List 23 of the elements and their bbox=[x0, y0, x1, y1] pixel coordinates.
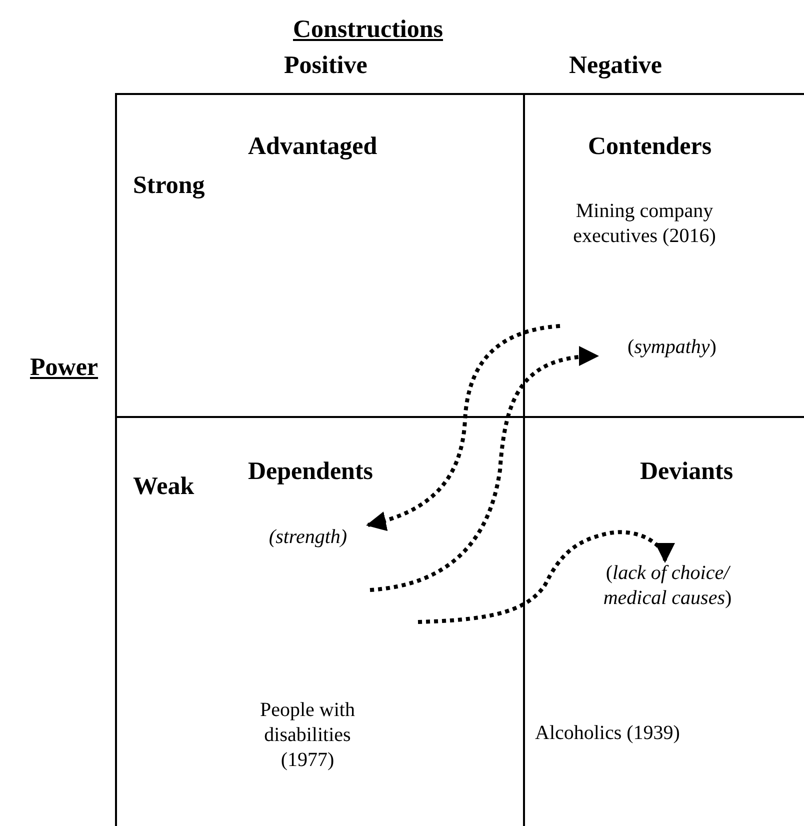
quadrant-heading: Dependents bbox=[248, 458, 374, 486]
axis-label: Strong bbox=[133, 172, 205, 200]
annotation-text: (sympathy) bbox=[597, 335, 747, 360]
dotted-arrow bbox=[366, 324, 560, 530]
quadrant-heading: Contenders bbox=[588, 133, 713, 161]
axis-label: Negative bbox=[569, 52, 662, 80]
annotation-text: (strength) bbox=[248, 525, 368, 550]
axis-title: Constructions bbox=[293, 16, 444, 44]
quadrant-cell bbox=[523, 416, 804, 826]
example-text: Mining company executives (2016) bbox=[572, 199, 717, 249]
example-text: People with disabilities (1977) bbox=[259, 698, 356, 773]
quadrant-heading: Advantaged bbox=[248, 133, 378, 161]
example-text: Alcoholics (1939) bbox=[535, 721, 681, 746]
axis-label: Positive bbox=[284, 52, 368, 80]
dotted-arrow bbox=[370, 346, 599, 592]
quadrant-cell bbox=[115, 93, 523, 416]
annotation-text: (lack of choice/ medical causes) bbox=[580, 561, 755, 611]
axis-title: Power bbox=[30, 354, 98, 382]
dotted-arrow bbox=[418, 530, 673, 624]
quadrant-cell bbox=[115, 416, 523, 826]
quadrant-cell bbox=[523, 93, 804, 416]
axis-label: Weak bbox=[133, 473, 194, 501]
quadrant-heading: Deviants bbox=[640, 458, 734, 486]
